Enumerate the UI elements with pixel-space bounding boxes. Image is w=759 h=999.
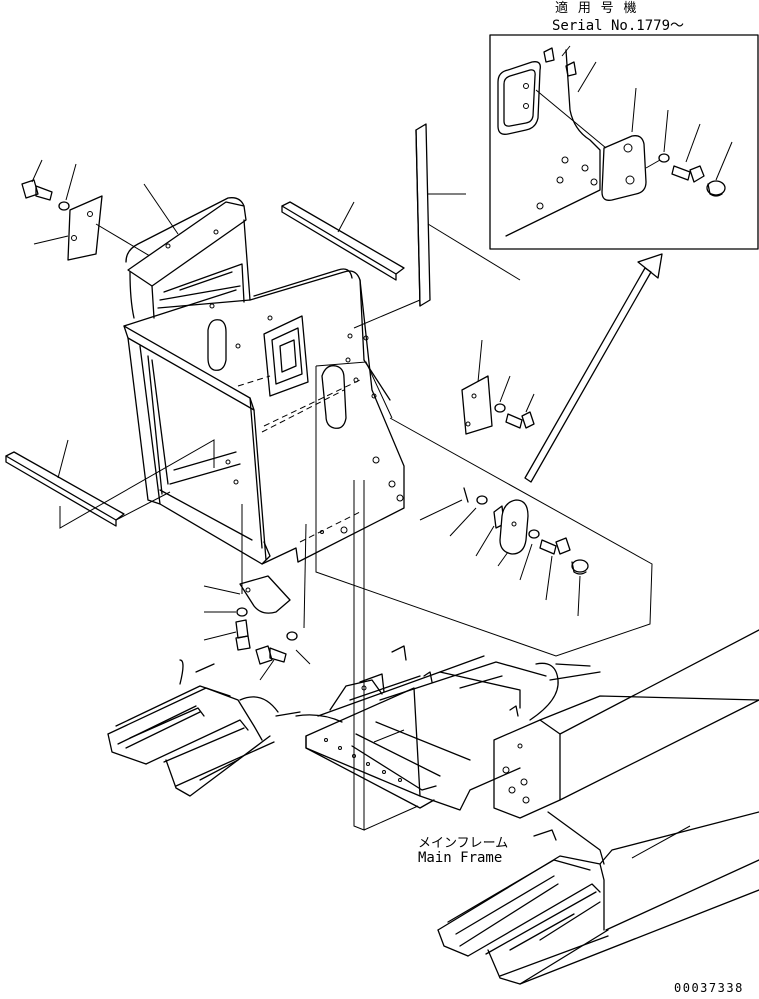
bottom-bolt	[235, 619, 251, 651]
panel-bolt	[539, 537, 571, 555]
drawing-number: 00037338	[674, 981, 744, 995]
cover-oval	[499, 499, 529, 555]
right-bracket	[461, 375, 493, 435]
vertical-bar	[415, 123, 431, 307]
top-bar	[281, 201, 405, 281]
callout-box	[489, 34, 759, 250]
callout-serial: Serial No.1779～	[552, 18, 684, 34]
left-bar	[5, 451, 125, 527]
inset-bolt	[671, 165, 705, 183]
inset-cover-plate	[497, 61, 541, 135]
inset-cap	[706, 180, 726, 197]
lower-washer	[286, 631, 298, 641]
track-right	[437, 811, 759, 985]
right-bolt	[505, 411, 535, 429]
panel-cap	[571, 559, 589, 575]
reference-arrow	[524, 253, 663, 483]
inset-washer	[658, 153, 670, 163]
right-washer	[494, 403, 506, 413]
left-washer	[58, 201, 70, 211]
callout-title-jp: 適 用 号 機	[555, 0, 637, 16]
left-bracket	[67, 195, 103, 261]
left-bolt	[21, 179, 53, 201]
inset-panel	[505, 49, 601, 237]
bottom-cover-plate	[239, 575, 291, 614]
lower-bolt	[255, 645, 287, 665]
panel-assembly	[123, 197, 405, 565]
inset-cap-plate	[601, 135, 647, 201]
bottom-washer	[236, 607, 248, 617]
frame-label-en: Main Frame	[418, 850, 502, 866]
serial-callout: 適 用 号 機 Serial No.1779～	[489, 0, 759, 250]
main-frame	[295, 629, 759, 819]
track-left	[107, 659, 301, 797]
frame-label-jp: メインフレーム	[418, 836, 508, 851]
